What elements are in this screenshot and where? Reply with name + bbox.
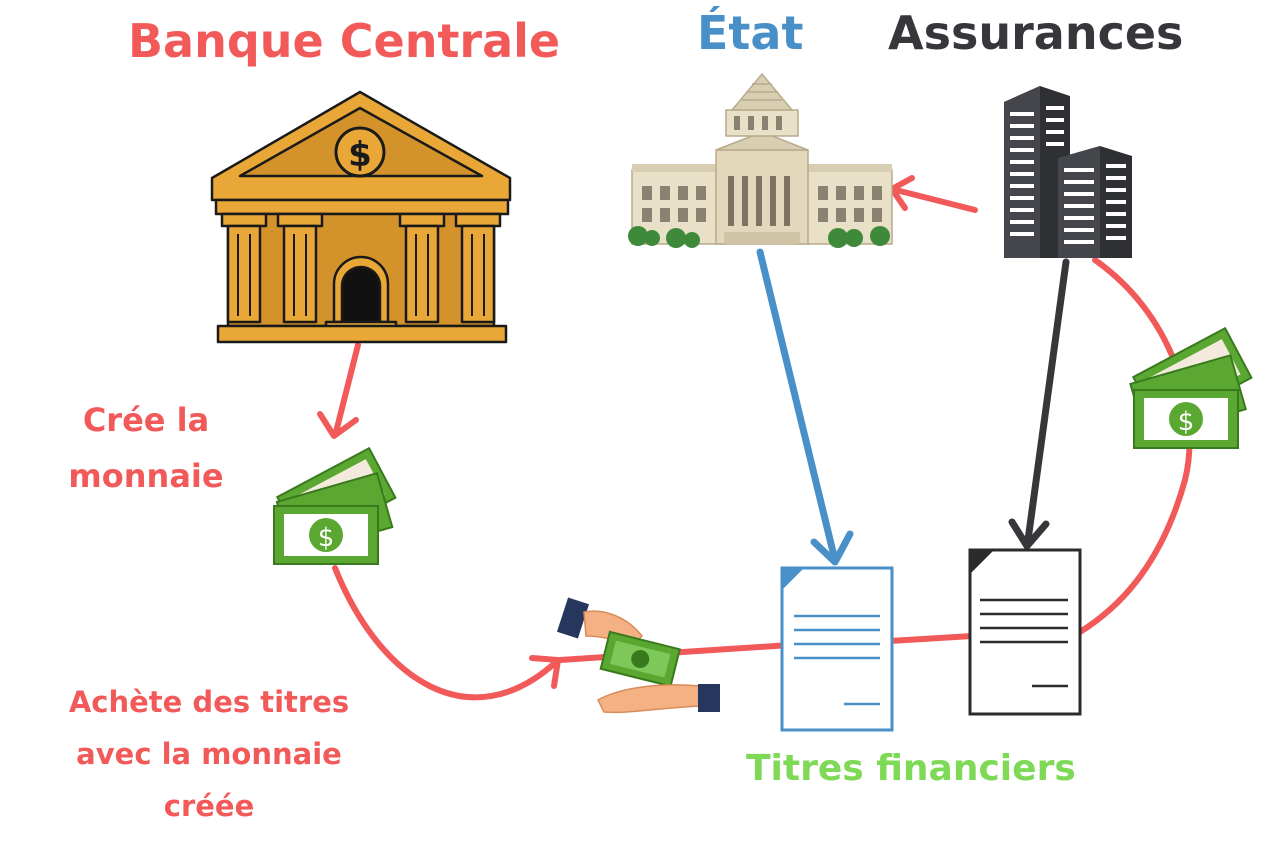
arrow-bank-to-money (317, 342, 361, 439)
arrow-assurances-to-etat (889, 175, 978, 213)
document-icon (780, 566, 894, 732)
label-achete-line-3: créée (163, 789, 255, 823)
label-cree-line-1: Crée la (82, 401, 210, 439)
label-achete-des-titres: Achète des titres avec la monnaie créée (34, 676, 384, 832)
parliament-building-icon (628, 72, 893, 248)
document-icon (968, 548, 1082, 716)
dollar-sign-icon: $ (334, 126, 386, 178)
label-cree-line-2: monnaie (68, 457, 224, 495)
office-towers-icon (1004, 86, 1132, 258)
hands-exchanging-money-icon (556, 597, 720, 714)
svg-text:$: $ (1178, 407, 1195, 437)
label-etat: État (697, 6, 804, 60)
label-titres-financiers: Titres financiers (746, 748, 1076, 789)
banknotes-icon: $ (1129, 326, 1253, 449)
label-banque-centrale: Banque Centrale (128, 14, 561, 68)
svg-text:$: $ (348, 135, 372, 175)
label-assurances: Assurances (888, 6, 1184, 60)
svg-text:$: $ (318, 523, 335, 553)
label-achete-line-2: avec la monnaie (76, 737, 342, 771)
curve-assurances-to-document (1077, 257, 1193, 635)
label-achete-line-1: Achète des titres (68, 685, 350, 719)
banknotes-icon: $ (273, 446, 397, 565)
arrow-etat-to-document (756, 248, 854, 566)
label-cree-la-monnaie: Crée la monnaie (48, 392, 244, 504)
arrow-assurances-to-document (1008, 258, 1070, 550)
